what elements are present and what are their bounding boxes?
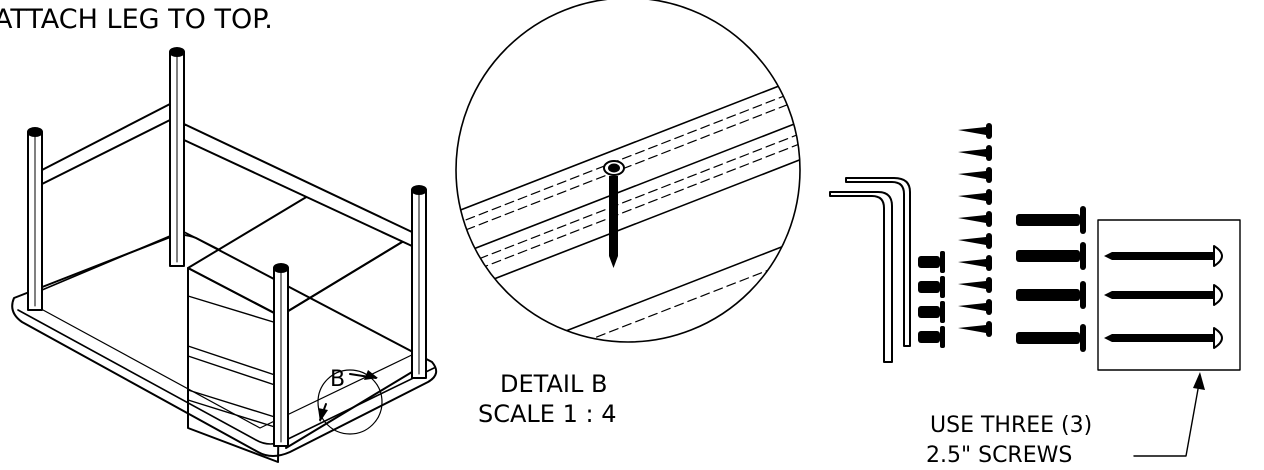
table-top-inner [31, 303, 419, 429]
detail-b-view: DETAIL B SCALE 1 : 4 [455, 0, 801, 428]
table-top [11, 234, 438, 457]
drawer-line-3 [187, 355, 279, 387]
leg-right [411, 185, 427, 379]
note-line-2: 2.5" SCREWS [926, 443, 1072, 468]
short-bolts [918, 251, 945, 348]
instruction-text: ATTACH LEG TO TOP. [0, 4, 273, 35]
hardware-kit: USE THREE (3) 2.5" SCREWS [829, 123, 1241, 468]
detail-title: DETAIL B [500, 370, 607, 398]
leg-front-corner [273, 263, 289, 447]
leg-back [169, 47, 185, 267]
leg-front-left [27, 127, 43, 311]
drawer-line-2 [187, 345, 279, 377]
small-screws-column [958, 123, 992, 337]
drawer-line-5 [187, 399, 279, 429]
medium-bolts [1016, 206, 1086, 352]
table-assembly: B [11, 47, 438, 463]
detail-callout-circle [317, 369, 383, 435]
detail-circle [455, 0, 801, 343]
apron-rails [41, 103, 413, 291]
drawer-line-4 [187, 389, 279, 419]
screws-highlight-box [1097, 219, 1241, 371]
long-screws [1104, 245, 1223, 349]
allen-key-large [829, 191, 893, 363]
note-line-1: USE THREE (3) [930, 413, 1092, 438]
cabinet-front [187, 267, 281, 463]
detail-screw [603, 160, 625, 268]
callout-label: B [330, 367, 345, 392]
allen-key-small [845, 177, 911, 347]
cabinet-top [187, 189, 413, 317]
detail-scale: SCALE 1 : 4 [478, 400, 616, 428]
drawer-line-1 [187, 295, 281, 325]
note-leader [1133, 377, 1201, 457]
